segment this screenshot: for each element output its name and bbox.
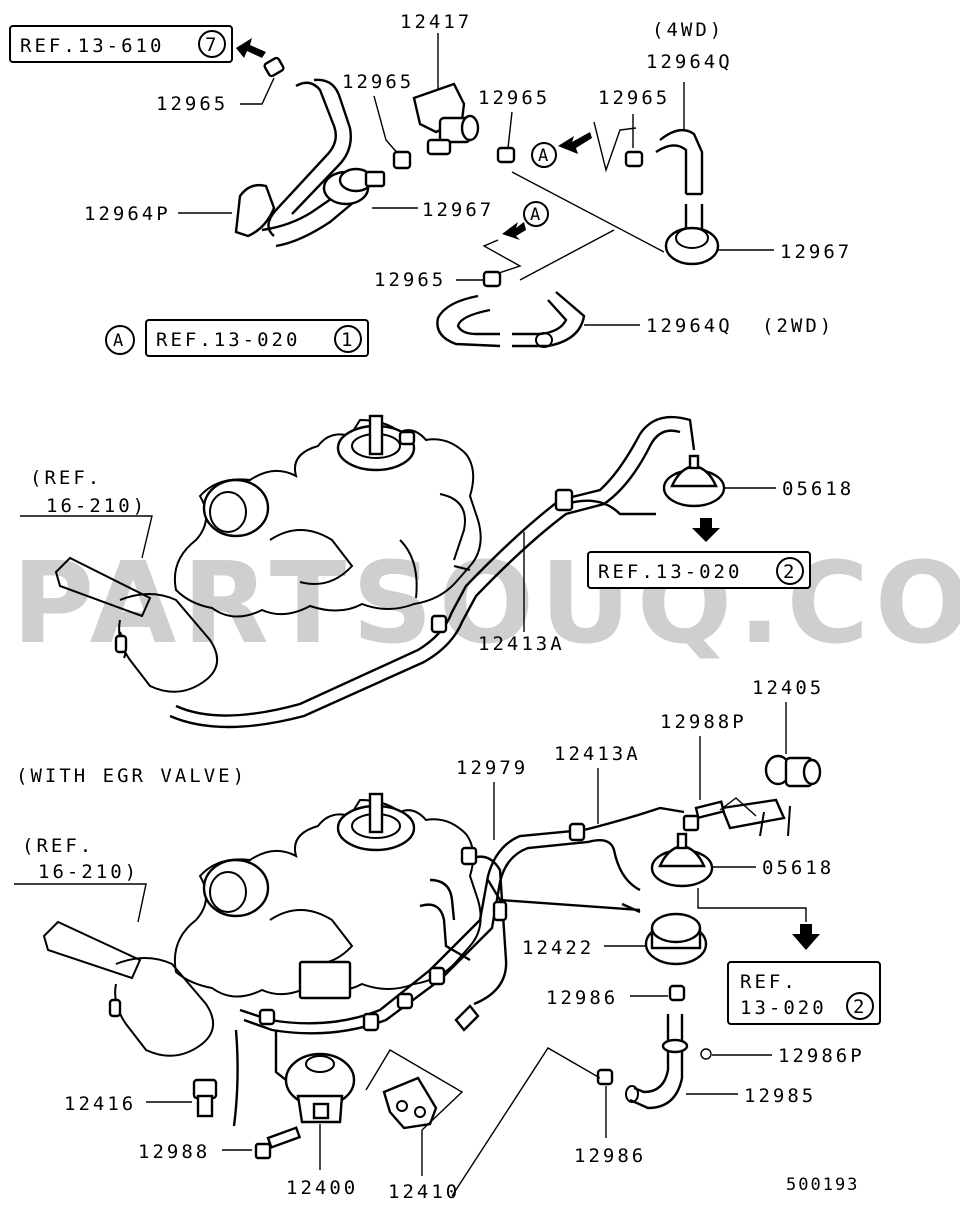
ref-13-020-box-3[interactable]: REF. 13-020 2 — [727, 961, 881, 1025]
section-with-egr-valve-title: (WITH EGR VALVE) — [16, 765, 247, 787]
label-05618-lower: 05618 — [762, 857, 834, 879]
valve-12417[interactable] — [412, 82, 480, 156]
label-12965-d: 12965 — [374, 269, 446, 291]
solenoid-12405[interactable] — [720, 754, 822, 837]
arrow-down-lower-icon — [792, 924, 820, 950]
hose-12985[interactable] — [625, 1014, 689, 1110]
clamp-d — [482, 270, 502, 288]
ref-16-210-upper-line1: (REF. — [30, 467, 102, 489]
label-12965-b: 12965 — [478, 87, 550, 109]
valve-12967-left[interactable] — [322, 167, 386, 206]
hose-12964Q-4wd[interactable] — [655, 128, 704, 236]
clamp-b — [496, 146, 516, 164]
label-12986P: 12986P — [778, 1045, 865, 1067]
label-12422: 12422 — [522, 937, 594, 959]
label-12410: 12410 — [388, 1181, 460, 1203]
label-12964P: 12964P — [84, 203, 171, 225]
ref-13-610-text: REF.13-610 — [20, 35, 164, 57]
arrow-to-a-mid-icon — [502, 222, 526, 240]
label-2wd: (2WD) — [762, 315, 834, 337]
modulator-05618-lower[interactable] — [650, 832, 714, 888]
egr-valve-12400[interactable] — [284, 1052, 356, 1124]
exhaust-manifold-lower — [42, 920, 214, 1057]
clamp-topleft — [263, 56, 285, 78]
ref-13-020-box-2[interactable]: REF.13-020 2 — [587, 551, 811, 589]
modulator-05618-upper[interactable] — [662, 454, 726, 508]
bolt-12988P[interactable] — [682, 800, 726, 832]
valve-12967-right[interactable] — [664, 226, 720, 266]
label-12965-c: 12965 — [598, 87, 670, 109]
label-12413A-lower: 12413A — [554, 743, 641, 765]
ref-13-020-text-2: REF.13-020 — [598, 561, 742, 583]
ref-13-020-text-1: REF.13-020 — [156, 329, 300, 351]
hose-12964Q-2wd[interactable] — [436, 291, 586, 348]
engine-upper — [174, 414, 482, 618]
ref-13-610-box[interactable]: REF.13-610 7 — [9, 25, 233, 63]
label-12417: 12417 — [400, 11, 472, 33]
callout-a-mid[interactable]: A — [523, 201, 549, 227]
label-12416: 12416 — [64, 1093, 136, 1115]
ref-13-020-num-3: 2 — [853, 996, 867, 1018]
label-12964Q-2wd: 12964Q — [646, 315, 733, 337]
exhaust-manifold-upper — [54, 556, 218, 693]
label-12413A-upper: 12413A — [478, 633, 565, 655]
ref-13-020-line2-3: 13-020 — [740, 997, 827, 1019]
clamp-12986P[interactable] — [700, 1048, 712, 1060]
bolt-12988[interactable] — [254, 1126, 302, 1160]
hose-12964P[interactable] — [234, 78, 355, 248]
gasket-12410[interactable] — [382, 1076, 438, 1130]
clamp-c — [624, 150, 644, 168]
label-12985: 12985 — [744, 1085, 816, 1107]
svg-text:A: A — [113, 331, 125, 351]
label-4wd: (4WD) — [652, 19, 724, 41]
label-12967-left: 12967 — [422, 199, 494, 221]
arrow-to-a-upper-icon — [558, 132, 592, 154]
svg-text:A: A — [538, 146, 550, 166]
ref-16-210-upper-line2: 16-210) — [46, 495, 147, 517]
label-12965-topleft: 12965 — [156, 93, 228, 115]
label-05618-upper: 05618 — [782, 478, 854, 500]
svg-text:A: A — [530, 205, 542, 225]
label-12965-a: 12965 — [342, 71, 414, 93]
filter-12422[interactable] — [644, 912, 708, 966]
engine-lower — [174, 792, 482, 1000]
ref-16-210-lower-line1: (REF. — [22, 835, 94, 857]
label-12986-upper: 12986 — [546, 987, 618, 1009]
drawing-number: 500193 — [786, 1175, 859, 1195]
sensor-12416[interactable] — [192, 1078, 218, 1118]
callout-a-upper[interactable]: A — [531, 142, 557, 168]
label-12967-right: 12967 — [780, 241, 852, 263]
label-12988: 12988 — [138, 1141, 210, 1163]
arrow-down-upper-icon — [692, 518, 720, 542]
clamp-a — [392, 150, 412, 170]
label-12986-lower: 12986 — [574, 1145, 646, 1167]
label-12964Q-4wd: 12964Q — [646, 51, 733, 73]
label-12400: 12400 — [286, 1177, 358, 1199]
label-12979: 12979 — [456, 757, 528, 779]
ref-13-610-num: 7 — [205, 34, 219, 56]
callout-a-legend[interactable]: A — [105, 325, 135, 355]
ref-13-020-line1-3: REF. — [740, 971, 798, 993]
clamp-12986-lower[interactable] — [596, 1068, 614, 1086]
ref-13-020-num-1: 1 — [341, 329, 355, 351]
label-12988P: 12988P — [660, 711, 747, 733]
ref-13-020-box-1[interactable]: REF.13-020 1 — [145, 319, 369, 357]
label-12405: 12405 — [752, 677, 824, 699]
clamp-12986-upper[interactable] — [668, 984, 686, 1002]
arrow-to-ref-13-610-icon — [236, 38, 266, 58]
ref-13-020-num-2: 2 — [783, 561, 797, 583]
ref-16-210-lower-line2: 16-210) — [38, 861, 139, 883]
hose-12413A-upper[interactable] — [169, 415, 696, 729]
hose-12413A-lower[interactable] — [232, 806, 685, 1127]
